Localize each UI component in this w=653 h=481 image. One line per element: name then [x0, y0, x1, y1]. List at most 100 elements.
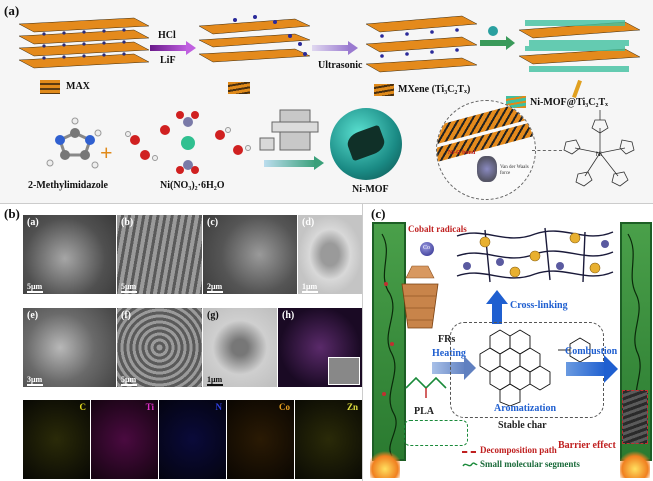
sem-a-scalebar	[27, 291, 43, 293]
svg-text:Ni: Ni	[596, 152, 602, 158]
autoclave-icon	[259, 109, 319, 151]
small-molecular-legend-icon	[462, 462, 478, 467]
eds-co-label: Co	[279, 402, 290, 412]
right-char-layer	[622, 390, 648, 444]
sem-f-scalebar	[121, 384, 137, 386]
sem-image-f: (f) 5μm	[116, 307, 203, 388]
max-structure	[18, 17, 150, 69]
nimof-label: Ni-MOF	[352, 184, 389, 195]
sem-e-scale: 3μm	[27, 375, 43, 384]
fr-basket-icon	[401, 265, 439, 329]
sem-c-sub: (c)	[207, 217, 219, 228]
mxene-structure	[365, 15, 478, 73]
sem-image-e: (e) 3μm	[22, 307, 117, 388]
left-slab-chains	[381, 233, 397, 457]
panel-c: (c)	[362, 204, 653, 481]
sem-d-scalebar	[302, 291, 318, 293]
mxene-icon	[374, 84, 394, 96]
sem-image-g: (g) 1μm	[202, 307, 278, 388]
cobalt-atom-label: Co	[423, 245, 431, 251]
left-flame	[370, 448, 400, 478]
combustion-label: Combustion	[565, 346, 618, 357]
sem-a-sub: (a)	[27, 217, 39, 228]
lif-label: LiF	[160, 55, 176, 66]
combustion-arrow-head	[604, 355, 618, 383]
left-polymer-slab	[372, 222, 406, 461]
combustion-arrow	[566, 362, 606, 376]
pla-label: PLA	[414, 406, 434, 417]
coordination-structure: Ni	[563, 110, 635, 187]
sem-b-scalebar	[121, 291, 137, 293]
ni-atom-icon	[488, 26, 498, 36]
sem-f-sub: (f)	[121, 310, 131, 321]
nickel-nitrate-label: Ni(NO₃)₂·6H₂O	[160, 180, 225, 191]
crosslink-arrow-head	[486, 290, 508, 304]
mxene-label: MXene (Ti₃C₂Tₓ)	[398, 84, 471, 95]
zoom-link-line	[532, 150, 562, 151]
down-arrow	[572, 79, 582, 99]
eds-map-co: Co	[226, 399, 295, 480]
sem-image-d: (d) 1μm	[297, 214, 363, 295]
sem-h-sub: (h)	[282, 310, 295, 321]
right-slab-chains	[627, 233, 641, 415]
right-flame	[620, 448, 650, 478]
methylimidazole-molecule	[46, 117, 102, 169]
panel-a-label: (a)	[4, 3, 20, 18]
sem-d-scale: 1μm	[302, 282, 318, 291]
heating-arrow	[432, 362, 466, 374]
sem-image-a: (a) 5μm	[22, 214, 117, 295]
zoom-molecule	[477, 156, 497, 182]
eds-map-c: C	[22, 399, 91, 480]
composite-structure	[518, 20, 641, 72]
stable-char-label: Stable char	[498, 420, 547, 431]
etch-arrow	[150, 45, 188, 51]
max-label: MAX	[66, 81, 90, 92]
eds-ti-label: Ti	[145, 402, 154, 412]
sem-image-c: (c) 2μm	[202, 214, 298, 295]
etch-arrow-head	[186, 41, 196, 55]
heating-label: Heating	[432, 348, 466, 359]
aromatization-label: Aromatization	[494, 403, 557, 414]
eds-map-n: N	[158, 399, 227, 480]
sem-b-sub: (b)	[121, 217, 134, 228]
barrier-effect-label: Barrier effect	[558, 440, 616, 451]
panel-b-label: (b)	[4, 206, 20, 221]
sem-c-scalebar	[207, 291, 223, 293]
sem-image-b: (b) 5μm	[116, 214, 203, 295]
green-arrow-head	[506, 36, 515, 50]
eds-zn-label: Zn	[346, 402, 358, 412]
sem-f-scale: 5μm	[121, 375, 137, 384]
frs-label: FRs	[438, 334, 456, 345]
green-arrow	[480, 40, 508, 46]
hcl-label: HCl	[158, 30, 176, 41]
panel-c-label: (c)	[371, 206, 386, 221]
vdw-label: Van der Waals force	[500, 165, 529, 176]
eds-n-label: N	[215, 402, 223, 412]
mxene-small-icon	[228, 82, 250, 94]
sem-d-sub: (d)	[302, 217, 315, 228]
methylimidazole-label: 2-Methylimidazole	[28, 180, 108, 191]
sem-b-scale: 5μm	[121, 282, 137, 291]
decomp-legend-arrow	[462, 451, 476, 453]
heating-arrow-head	[464, 356, 476, 380]
eds-map-ti: Ti	[90, 399, 159, 480]
crosslink-label: Cross-linking	[510, 300, 568, 311]
sem-e-sub: (e)	[27, 310, 39, 321]
sem-g-scale: 1μm	[207, 375, 223, 384]
crosslink-arrow	[492, 302, 502, 324]
max-icon	[40, 80, 60, 94]
small-molecules-box	[404, 420, 468, 446]
sem-image-h: (h)	[277, 307, 363, 388]
eds-c-label: C	[79, 402, 87, 412]
sem-e-scalebar	[27, 384, 43, 386]
ultrasonic-label: Ultrasonic	[318, 60, 363, 71]
cobalt-radicals-label: Cobalt radicals	[408, 224, 467, 234]
ultrasonic-arrow-head	[348, 41, 358, 55]
pla-molecule	[405, 376, 447, 398]
cobalt-atom-icon	[420, 242, 434, 256]
autoclave-arrow	[264, 160, 316, 167]
side-ring-structure	[558, 337, 591, 374]
sem-c-scale: 2μm	[207, 282, 223, 291]
stable-char-structure	[479, 329, 551, 406]
ultrasonic-arrow	[312, 45, 350, 51]
